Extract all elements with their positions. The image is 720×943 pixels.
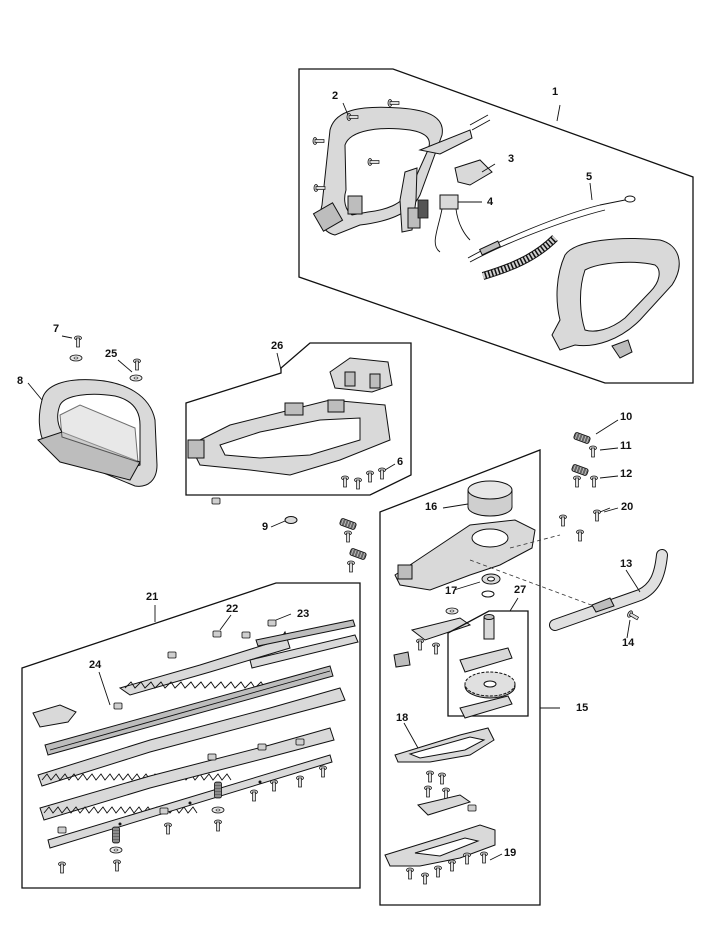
screw-set-6 <box>341 467 386 490</box>
switch-part <box>417 159 493 219</box>
connector-part <box>434 194 471 253</box>
blade-frame <box>21 582 361 889</box>
callout-3: 3 <box>508 153 515 165</box>
front-handle <box>37 379 158 487</box>
callout-15: 15 <box>576 702 589 714</box>
gear-cover-18 <box>394 727 495 763</box>
bracket-frame <box>185 342 412 496</box>
crank-gear <box>459 614 516 719</box>
callout-8: 8 <box>17 375 24 387</box>
bottom-housing-19 <box>384 824 496 885</box>
bracket-frame-part <box>187 399 391 476</box>
callout-23: 23 <box>297 608 310 620</box>
tube-handle-13 <box>549 549 668 631</box>
blade-upper <box>118 619 359 696</box>
callout-27: 27 <box>514 584 527 596</box>
callout-5: 5 <box>586 171 593 183</box>
handle-right-shell <box>551 238 680 359</box>
callout-14: 14 <box>622 637 635 649</box>
lower-plate-parts <box>417 770 477 816</box>
bracket-clamp <box>329 357 393 393</box>
callout-13: 13 <box>620 558 633 570</box>
callout-17: 17 <box>445 585 458 597</box>
gear-subframe <box>447 597 529 717</box>
springs-middle <box>338 517 368 573</box>
callout-12: 12 <box>620 468 633 480</box>
trigger-lever <box>399 129 473 233</box>
blade-lower <box>37 687 346 821</box>
gearbox-frame <box>379 449 560 906</box>
callout-26: 26 <box>271 340 284 352</box>
callout-16: 16 <box>425 501 438 513</box>
callout-20: 20 <box>621 501 634 513</box>
bearing-17 <box>481 573 501 598</box>
callout-9: 9 <box>262 521 269 533</box>
screw-25 <box>129 358 143 382</box>
corrugated-tube <box>481 235 558 280</box>
callout-19: 19 <box>504 847 517 859</box>
callout-11: 11 <box>620 440 632 452</box>
callout-21: 21 <box>146 591 159 603</box>
callout-22: 22 <box>226 603 239 615</box>
leader-lines <box>27 102 641 861</box>
nut-9 <box>284 516 298 524</box>
blade-guard-24 <box>32 704 77 728</box>
callout-18: 18 <box>396 712 409 724</box>
callout-2: 2 <box>332 90 339 102</box>
felt-pad-16 <box>467 480 513 517</box>
callout-4: 4 <box>487 196 494 208</box>
wire-harness <box>467 114 636 263</box>
callout-1: 1 <box>552 86 559 98</box>
screw-set-20 <box>559 509 601 542</box>
gear-housing <box>394 519 536 591</box>
plate-parts <box>393 607 472 668</box>
blade-guide-bar <box>44 665 334 756</box>
screw-7 <box>69 335 83 362</box>
handle-assembly-frame <box>298 68 694 384</box>
callout-25: 25 <box>105 348 118 360</box>
callout-7: 7 <box>53 323 60 335</box>
springs-right <box>570 431 598 488</box>
callout-6: 6 <box>397 456 404 468</box>
blade-strip <box>47 754 333 849</box>
dashed-guides <box>469 534 611 613</box>
callout-10: 10 <box>620 411 633 423</box>
callout-24: 24 <box>89 659 102 671</box>
nut-bracket <box>211 497 221 505</box>
